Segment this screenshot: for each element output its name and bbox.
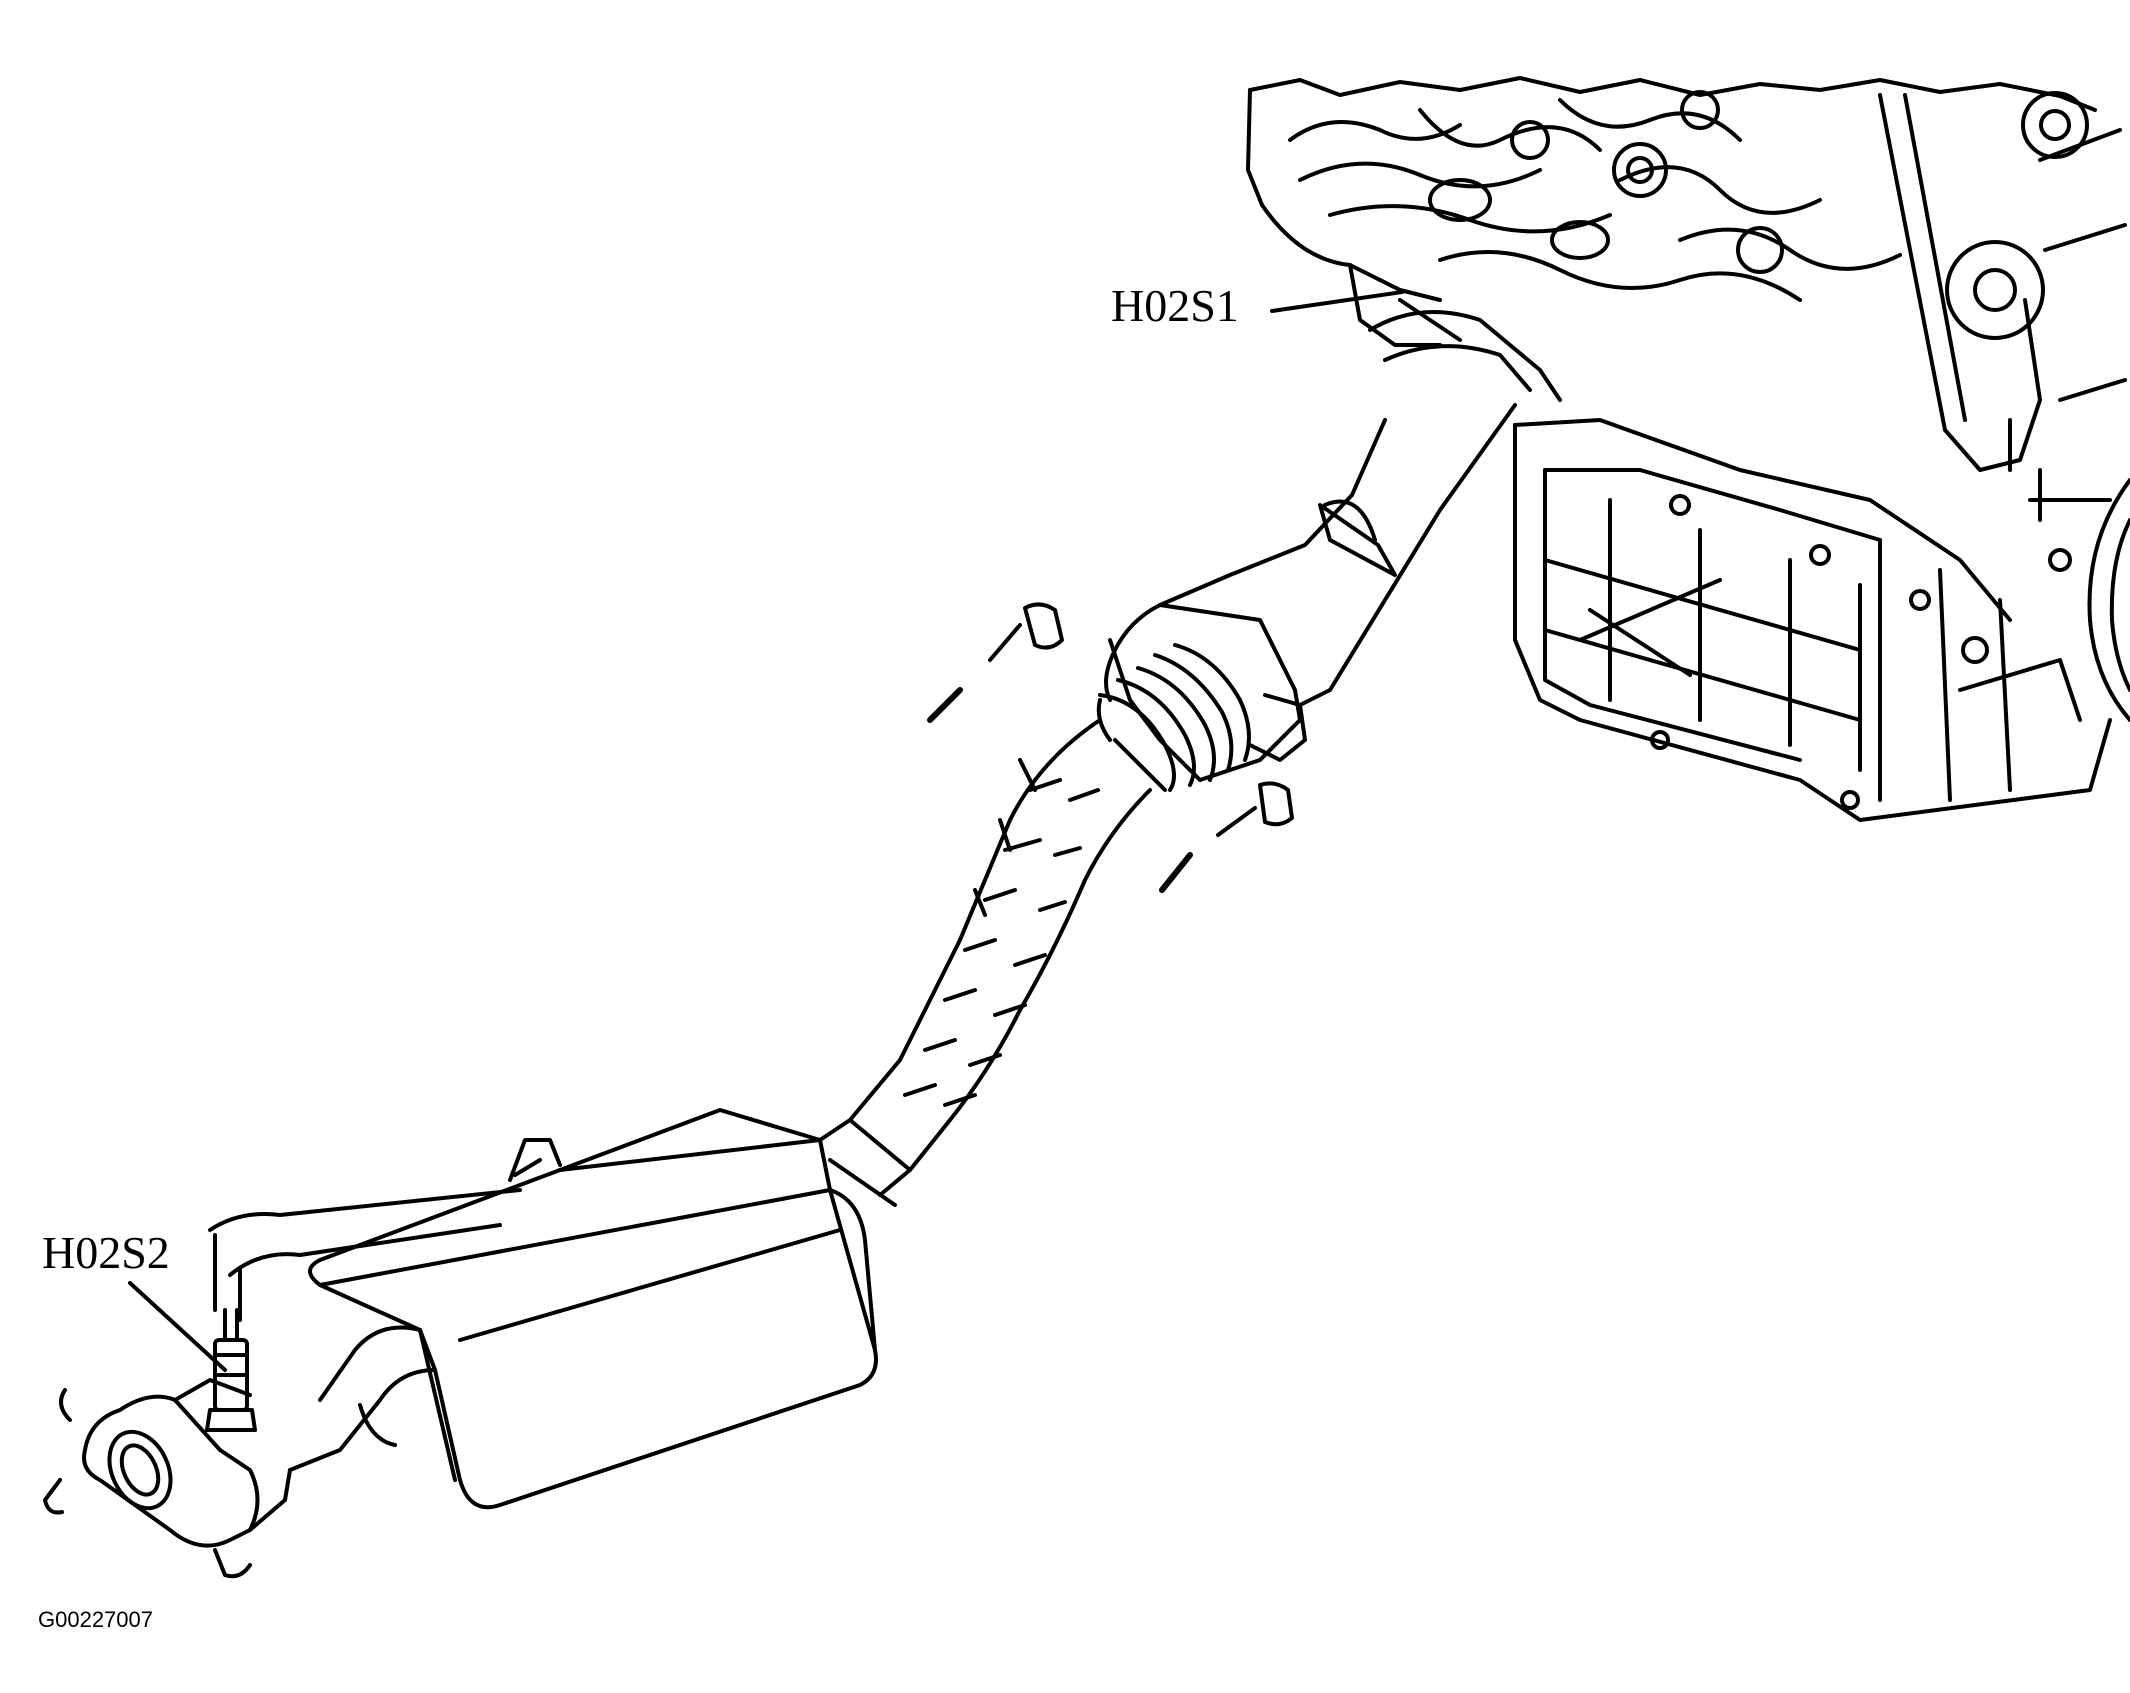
flange-studs — [927, 602, 1294, 893]
outlet-flange — [43, 1188, 522, 1579]
intermediate-pipe — [818, 718, 1152, 1207]
oxygen-sensor-2 — [205, 1308, 257, 1432]
h02s1-leader-line — [1270, 290, 1404, 313]
h02s1-label: H02S1 — [1111, 280, 1239, 331]
h02s2-label: H02S2 — [42, 1227, 170, 1278]
engine-block — [1246, 76, 2130, 822]
h02s2-leader-line — [128, 1281, 227, 1372]
catalytic-converter — [1096, 603, 1307, 792]
front-pipe — [1158, 403, 1517, 707]
muffler — [288, 1108, 878, 1510]
figure-id: G00227007 — [38, 1607, 153, 1632]
